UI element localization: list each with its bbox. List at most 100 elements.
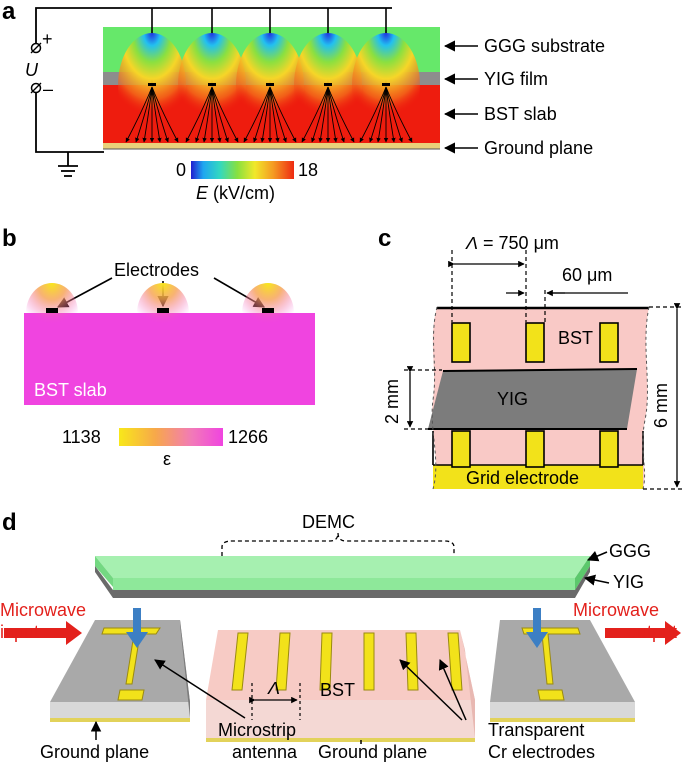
field-line [269,86,280,143]
colorbar-b [119,428,223,446]
field-line [327,86,338,143]
colorbar-b-min: 1138 [62,427,101,447]
ggg-label-d: GGG [609,541,651,561]
electrode-group-b [26,283,294,343]
demc-brace [221,532,455,556]
cr-electrode-strip [363,632,375,691]
ggg-plate-top [95,556,590,578]
field-line [385,86,403,143]
panel-c-letter: c [378,225,391,252]
circuit-wire-lower [35,86,104,153]
field-line [211,86,229,143]
field-line [301,86,329,143]
field-line [269,86,287,143]
cr-electrodes-d [231,632,463,691]
microwave-input-arrow-icon [4,621,82,645]
cr-electrode-strip [447,632,463,691]
cr-electrode-strip [405,632,419,691]
microwave-input-label-2: input [0,622,39,642]
left-block-top [50,620,190,702]
field-line [369,86,387,143]
blue-arrow-right-icon [526,608,548,648]
electrode-b [262,308,274,313]
cr-electrodes-label-2: Cr electrodes [488,742,595,762]
ggg-plate-front [95,556,113,587]
panel-b: b Electrodes BST slab 1138 1266 ε [2,225,315,469]
colorbar-b-symbol: ε [163,449,171,469]
electrode [324,83,332,86]
colorbar-a [191,161,294,179]
field-line [243,86,271,143]
ground-plane-mid-label: Ground plane [318,742,427,762]
field-line [318,86,329,143]
cr-electrode-strip [319,632,333,691]
microstrip-antenna-label-1: Microstrip [218,720,296,740]
field-line [376,86,387,143]
electrode-fingers-c [432,322,644,468]
bst-label-d: BST [320,680,355,700]
microwave-output-arrow-icon [605,621,681,645]
colorbar-a-unit: E (kV/cm) [196,183,275,203]
panel-a: a + U – [2,0,605,203]
field-line [253,86,271,143]
width-label: 60 μm [562,265,612,285]
field-line [151,86,162,143]
voltage-symbol: U [25,60,39,80]
field-line [151,86,169,143]
field-line [269,86,297,143]
electrode [148,83,156,86]
bst-label-c: BST [558,328,593,348]
field-line [327,86,355,143]
electrode-field-group [118,8,420,143]
finger-top [451,322,471,363]
colorbar-a-max: 18 [298,160,318,180]
electrode [208,83,216,86]
grid-electrode-c [433,465,643,489]
label-ground-plane: Ground plane [484,138,593,158]
field-line [151,86,179,143]
microstrip-antenna-label-2: antenna [232,742,298,762]
circuit-wire [35,7,392,48]
yig-label-c: YIG [497,389,528,409]
field-line [211,86,239,143]
ground-symbol-icon [58,152,78,177]
cr-electrode-strip [231,632,249,691]
cr-electrode-strip [275,632,291,691]
field-line [142,86,153,143]
microwave-output-label-1: Microwave [573,600,659,620]
field-line [125,86,153,143]
yig-thickness-label: 2 mm [382,379,402,424]
electrode [266,83,274,86]
right-block-top [490,620,635,702]
field-line [359,86,387,143]
field-line [260,86,271,143]
demc-label: DEMC [302,512,355,532]
finger-top [525,322,545,363]
field-line [202,86,213,143]
field-line [385,86,413,143]
terminal-plus-icon [30,42,42,54]
colorbar-a-min: 0 [176,160,186,180]
panel-b-letter: b [2,225,17,252]
yig-layer-c [428,369,637,429]
bst-slab-b-label: BST slab [34,380,107,400]
field-line [327,86,345,143]
electrode [382,83,390,86]
label-bst-slab: BST slab [484,104,557,124]
yig-plate [95,566,590,598]
panel-d: d DEMC GGG YIG [0,509,681,762]
colorbar-b-max: 1266 [228,427,268,447]
ground-plane-left-label: Ground plane [40,742,149,762]
panel-a-label-arrows [443,40,478,154]
period-label: Λ = 750 μm [465,233,559,253]
finger-bottom [599,430,619,468]
finger-top [599,322,619,363]
field-line [385,86,396,143]
total-thickness-label: 6 mm [651,383,671,428]
field-line [195,86,213,143]
ground-plane-layer [103,143,440,149]
cr-electrodes-label-1: Transparent [488,720,584,740]
electrodes-label: Electrodes [114,260,199,280]
finger-bottom [451,430,471,468]
